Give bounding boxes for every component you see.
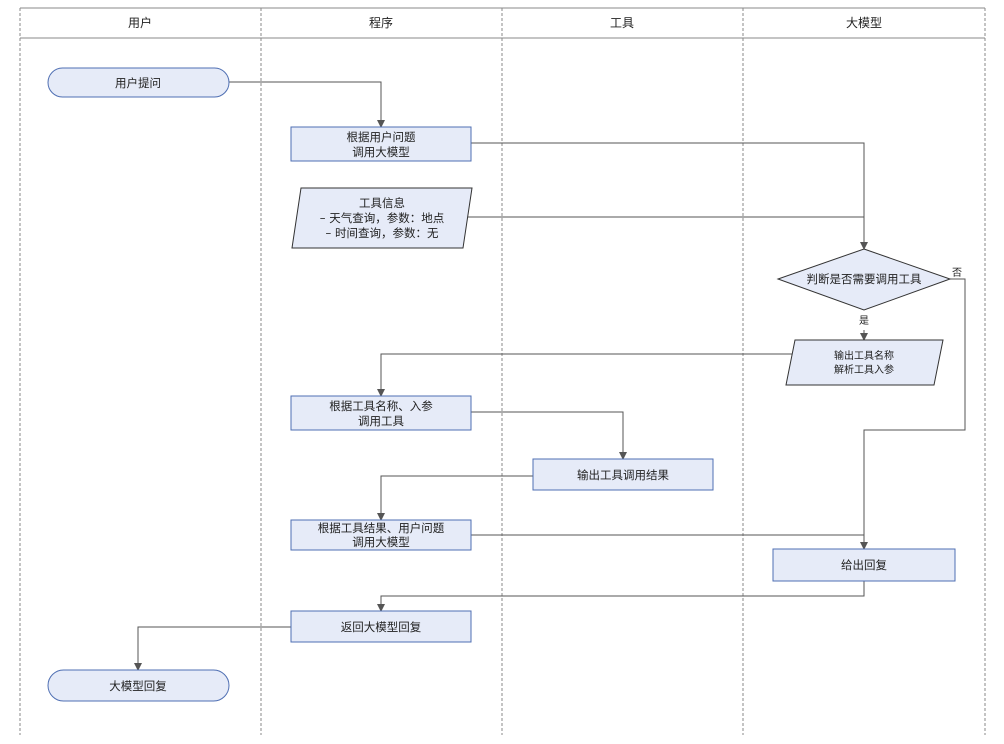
start-node-label: 用户提问 [115, 76, 161, 90]
edge-return-to-final [134, 626, 291, 671]
call-llm-node [290, 126, 472, 162]
tool-info-node [291, 187, 473, 249]
tool-info-line-2: – 时间查询，参数：无 [326, 226, 439, 240]
return-reply-label: 返回大模型回复 [341, 620, 422, 634]
end-node [47, 669, 230, 702]
give-reply-label: 给出回复 [841, 558, 887, 572]
give-reply-node [772, 548, 956, 582]
output-tool-label-2: 解析工具入参 [834, 363, 894, 376]
decision-node [776, 248, 952, 311]
lane-title-user: 用户 [128, 15, 152, 30]
edge-output-to-call-tool [377, 353, 795, 397]
edge-reply-to-return [377, 581, 865, 612]
call-tool-label-2: 调用工具 [358, 414, 404, 428]
call-llm-2-node [290, 519, 472, 551]
edge-judge-no [860, 278, 966, 550]
call-llm-2-label-1: 根据工具结果、用户问题 [318, 521, 445, 535]
start-node [47, 67, 230, 98]
call-tool-label-1: 根据工具名称、入参 [329, 399, 433, 413]
edge-result-to-call-llm-2 [377, 475, 533, 521]
call-tool-node [290, 395, 472, 431]
decision-label: 判断是否需要调用工具 [807, 272, 922, 286]
return-reply-node [290, 610, 472, 643]
tool-result-label: 输出工具调用结果 [577, 468, 669, 482]
edge-call-llm-to-judge [471, 142, 868, 250]
lane-title-tool: 工具 [610, 16, 634, 30]
edge-call-tool-to-result [471, 411, 627, 460]
lane-title-llm: 大模型 [846, 16, 882, 30]
tool-result-node [532, 458, 714, 491]
call-llm-label-1: 根据用户问题 [347, 130, 416, 144]
lane-title-program: 程序 [369, 15, 393, 30]
tool-info-title: 工具信息 [359, 196, 405, 210]
edge-label-yes: 是 [859, 315, 869, 327]
end-node-label: 大模型回复 [109, 679, 167, 693]
edge-question-to-call-llm [229, 81, 385, 128]
call-llm-label-2: 调用大模型 [352, 145, 410, 159]
tool-info-line-1: – 天气查询，参数：地点 [320, 211, 444, 225]
edge-label-no: 否 [952, 267, 962, 279]
output-tool-node [785, 339, 944, 386]
call-llm-2-label-2: 调用大模型 [352, 535, 410, 549]
output-tool-label-1: 输出工具名称 [834, 349, 894, 362]
